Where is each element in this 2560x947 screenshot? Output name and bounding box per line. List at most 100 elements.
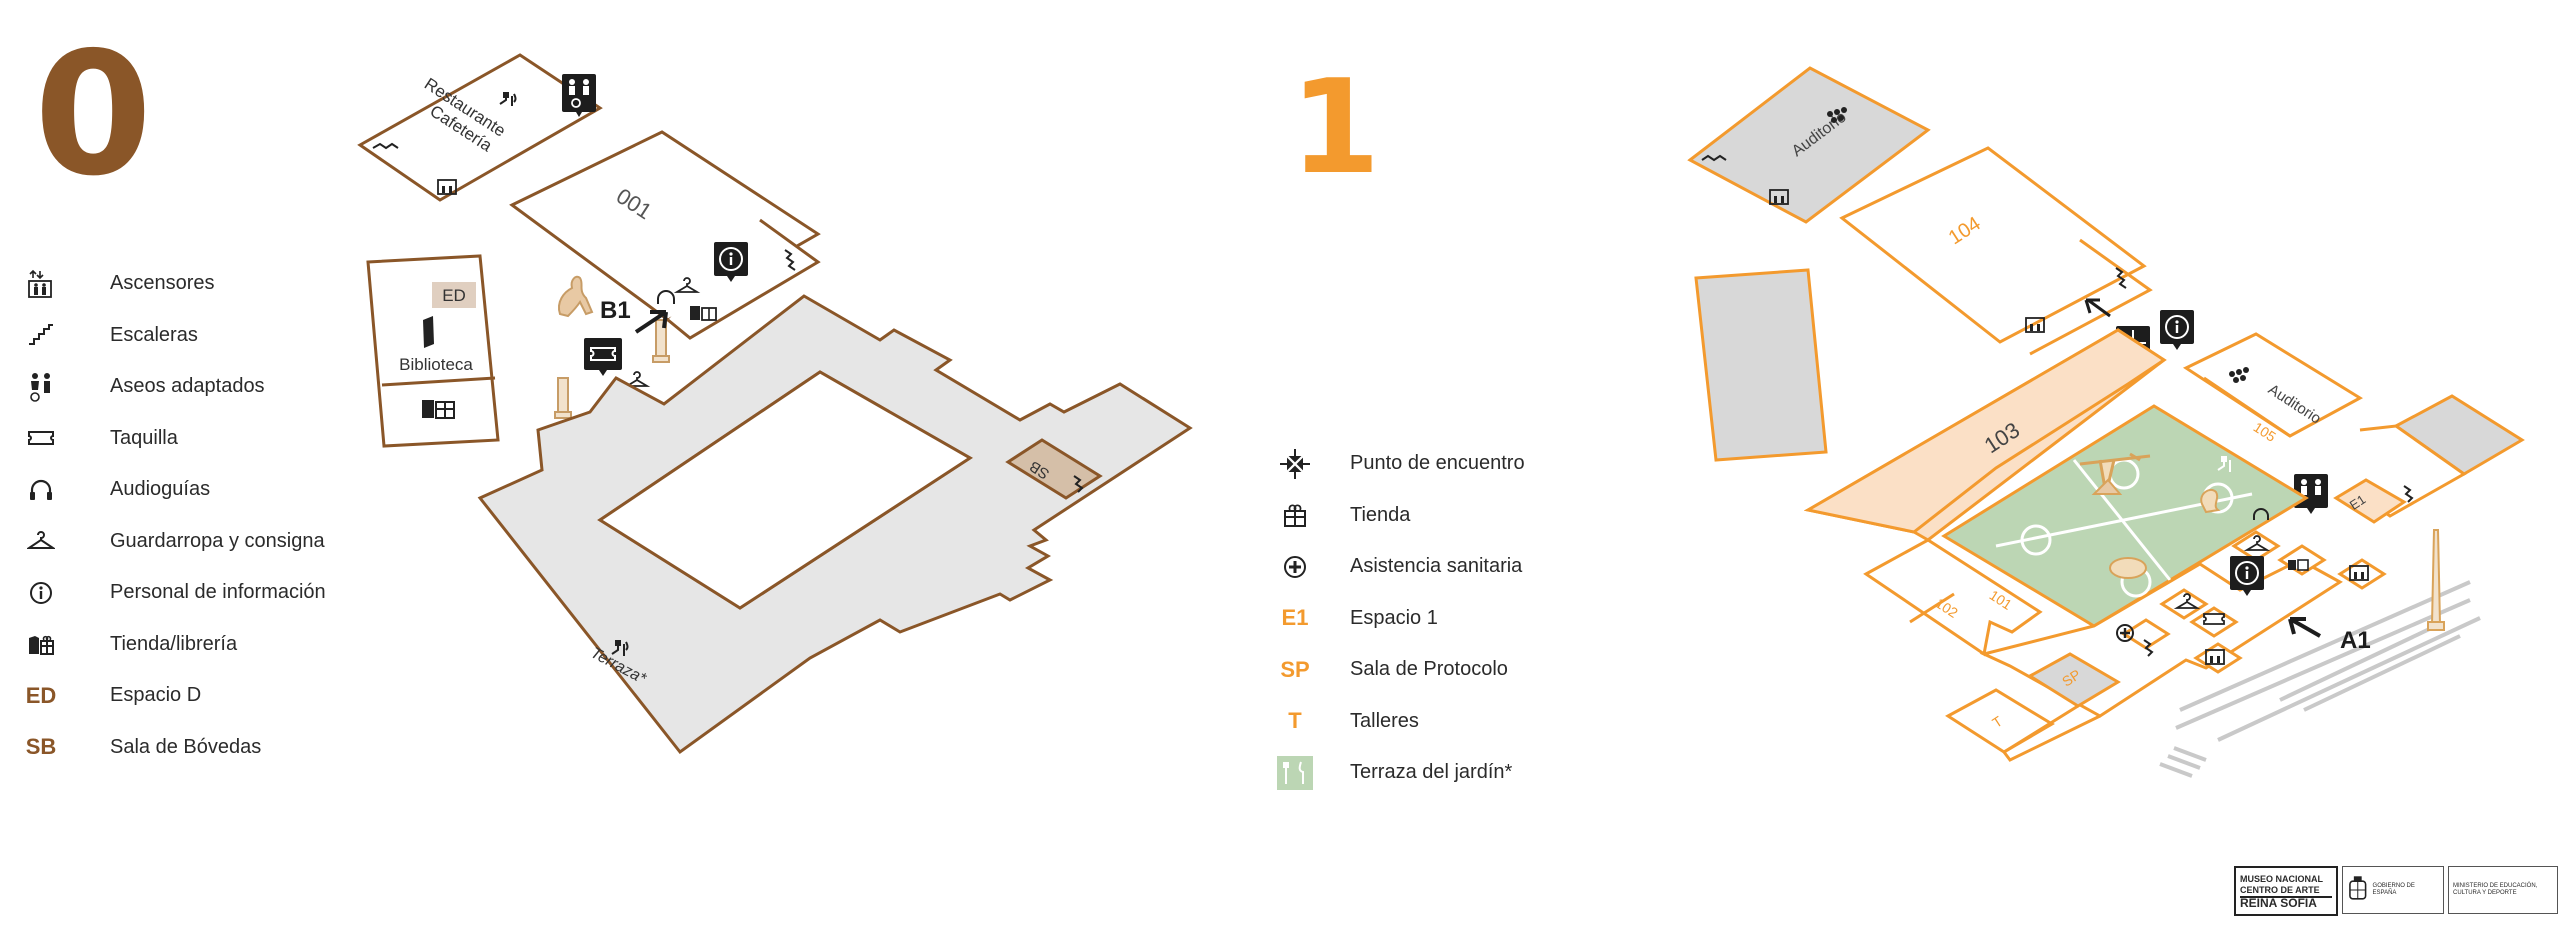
- sp-abbreviation: SP: [1280, 656, 1310, 682]
- bookshop-icon: [16, 632, 66, 656]
- stairs-icon: [372, 142, 399, 150]
- sculpture-icon: [2200, 488, 2221, 514]
- arrow-icon: [2084, 298, 2111, 318]
- ministry-label: MINISTERIO DE EDUCACIÓN, CULTURA Y DEPOR…: [2453, 883, 2538, 896]
- legend-label: Talleres: [1350, 709, 1419, 732]
- legend-item-bookshop: Tienda/librería: [16, 619, 326, 671]
- meeting-point-icon: [1270, 448, 1320, 480]
- room-104[interactable]: [1839, 146, 2147, 344]
- legend-label: Punto de encuentro: [1350, 452, 1525, 475]
- legend-item-garden-terrace: Terraza del jardín*: [1270, 747, 1525, 799]
- entrance-steps: [2159, 580, 2481, 778]
- legend-label: Escaleras: [110, 323, 198, 346]
- elevator-icon: [2025, 317, 2045, 333]
- legend-item-elevators: Ascensores: [16, 258, 326, 310]
- museum-logo-line: MUSEO NACIONAL: [2240, 873, 2323, 884]
- garden-terrace-icon: [1270, 755, 1320, 790]
- stairs-icon: [784, 249, 796, 271]
- bookshop-icon: [422, 400, 455, 419]
- legend-label: Guardarropa y consigna: [110, 529, 325, 552]
- legend-item-meeting-point: Punto de encuentro: [1270, 438, 1525, 490]
- legend-item-shop: Tienda: [1270, 490, 1525, 542]
- government-label: GOBIERNO DE ESPAÑA: [2372, 883, 2415, 896]
- restaurant-icon: [2217, 456, 2231, 472]
- library-label: Biblioteca: [399, 355, 473, 374]
- legend-label: Ascensores: [110, 272, 215, 295]
- government-logo: GOBIERNO DE ESPAÑA: [2342, 866, 2444, 914]
- legend-label: Sala de Bóvedas: [110, 735, 262, 758]
- hanger-icon: [2243, 535, 2271, 551]
- stairs-icon: [16, 324, 66, 346]
- footer-logos: MUSEO NACIONAL CENTRO DE ARTE REINA SOFÍ…: [2234, 866, 2558, 916]
- elevator-icon: [2205, 649, 2225, 665]
- statue-icon: [554, 377, 572, 419]
- legend-label: Taquilla: [110, 426, 178, 449]
- sculpture-icon: [558, 275, 594, 318]
- legend-item-restrooms: Aseos adaptados: [16, 361, 326, 413]
- hanger-icon: [623, 371, 651, 387]
- headphones-icon: [16, 479, 66, 501]
- e1-abbreviation: E1: [1281, 605, 1309, 631]
- entrance-b1-label: B1: [600, 297, 631, 324]
- legend-label: Espacio 1: [1350, 606, 1438, 629]
- legend-item-stairs: Escaleras: [16, 310, 326, 362]
- museum-logo-line: REINA SOFÍA: [2240, 895, 2332, 909]
- info-icon[interactable]: [2160, 310, 2194, 350]
- elevator-icon: [437, 179, 457, 195]
- sb-abbreviation: SB: [25, 734, 57, 760]
- ministry-logo: MINISTERIO DE EDUCACIÓN, CULTURA Y DEPOR…: [2448, 866, 2558, 914]
- floor-0-number: 0: [34, 16, 152, 214]
- medical-icon: [2116, 624, 2134, 642]
- ed-label: ED: [442, 286, 466, 305]
- hanger-icon: [673, 277, 701, 293]
- restaurant-icon: [611, 640, 629, 656]
- accessible-restroom-icon[interactable]: [562, 74, 596, 117]
- info-icon[interactable]: [2230, 556, 2264, 596]
- info-icon[interactable]: [714, 242, 748, 282]
- legend-item-espacio-1: E1 Espacio 1: [1270, 593, 1525, 645]
- auditorium-top[interactable]: [1687, 66, 1931, 224]
- auditorium-icon: [2229, 367, 2249, 383]
- ticket-icon: [2203, 613, 2225, 625]
- hanger-icon: [16, 531, 66, 551]
- medical-icon: [1270, 555, 1320, 579]
- ticket-icon[interactable]: [584, 338, 622, 376]
- elevator-icon: [2349, 565, 2369, 581]
- entrance-a1-label: A1: [2340, 627, 2371, 654]
- stairs-icon: [2115, 267, 2127, 289]
- restaurant-room[interactable]: [357, 53, 603, 202]
- garden-terrace-area[interactable]: [1941, 404, 2309, 628]
- legend-item-audioguides: Audioguías: [16, 464, 326, 516]
- bookshop-icon: [2288, 559, 2309, 571]
- legend-label: Tienda: [1350, 503, 1411, 526]
- auditorium-icon: [1827, 107, 1847, 123]
- closed-area: [1694, 268, 1828, 462]
- book-icon: [423, 316, 434, 348]
- info-icon: [16, 581, 66, 605]
- headphones-icon: [657, 290, 675, 304]
- legend-item-medical: Asistencia sanitaria: [1270, 541, 1525, 593]
- gift-icon: [1270, 502, 1320, 528]
- sala-protocolo-room[interactable]: [2027, 652, 2121, 708]
- espacio-d-room[interactable]: [432, 282, 476, 308]
- sculpture-icon: [2109, 557, 2147, 579]
- talleres-room[interactable]: [1945, 688, 2055, 754]
- legend-label: Espacio D: [110, 684, 202, 707]
- legend-item-espacio-d: ED Espacio D: [16, 670, 326, 722]
- service-boxes: [2121, 530, 2387, 674]
- headphones-icon: [2253, 508, 2269, 520]
- hanger-icon: [2173, 593, 2201, 609]
- legend-floor-1: Punto de encuentro Tienda Asistencia san…: [1270, 438, 1525, 799]
- elevator-icon: [16, 269, 66, 299]
- legend-label: Audioguías: [110, 478, 211, 501]
- museum-logo-line: CENTRO DE ARTE: [2240, 884, 2320, 895]
- ticket-icon: [16, 430, 66, 446]
- espacio-1-room[interactable]: [2333, 478, 2407, 524]
- elevator-icon: [1769, 189, 1789, 205]
- legend-item-cloakroom: Guardarropa y consigna: [16, 516, 326, 568]
- legend-label: Terraza del jardín*: [1350, 761, 1513, 784]
- restaurant-icon: [499, 92, 517, 106]
- entrance-arrow-icon: [2288, 617, 2321, 638]
- stairs-icon: [1701, 154, 1727, 162]
